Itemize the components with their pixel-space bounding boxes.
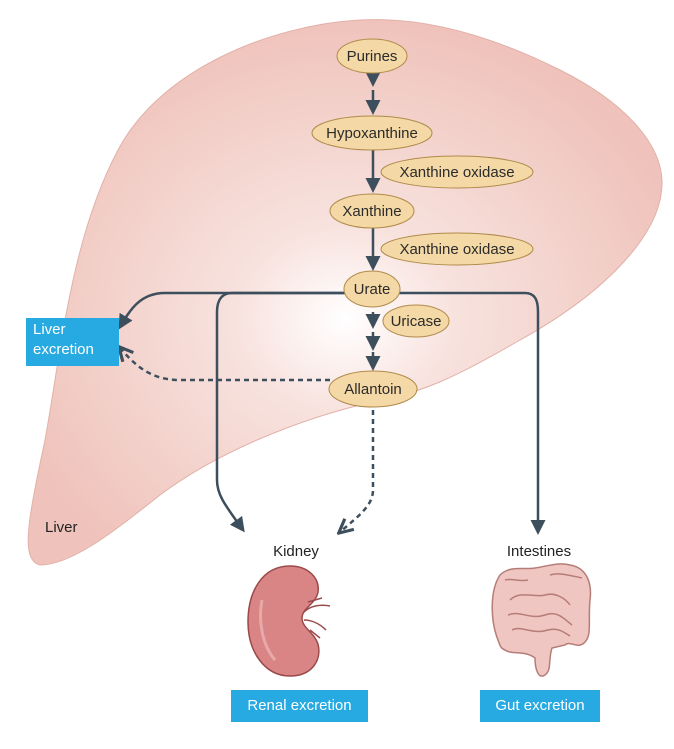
liver-excretion-box: Liver excretion <box>26 318 119 366</box>
kidney-illustration <box>247 565 331 677</box>
node-purines: Purines <box>336 38 408 74</box>
renal-excretion-box: Renal excretion <box>231 690 368 722</box>
node-xanthine: Xanthine <box>329 193 415 229</box>
enzyme-xanthine-oxidase-2-label: Xanthine oxidase <box>399 241 514 258</box>
enzyme-xanthine-oxidase-1: Xanthine oxidase <box>380 155 534 189</box>
node-hypoxanthine: Hypoxanthine <box>311 115 433 151</box>
kidney-label: Kidney <box>273 543 319 560</box>
node-allantoin: Allantoin <box>328 370 418 408</box>
urate-to-intestines-arrow <box>399 291 546 535</box>
enzyme-uricase-label: Uricase <box>391 313 442 330</box>
node-xanthine-label: Xanthine <box>342 203 401 220</box>
enzyme-xanthine-oxidase-2: Xanthine oxidase <box>380 232 534 266</box>
intestines-label: Intestines <box>507 543 571 560</box>
node-urate-label: Urate <box>354 281 391 298</box>
urate-to-kidney-arrow <box>215 291 347 533</box>
gut-excretion-box: Gut excretion <box>480 690 600 722</box>
node-purines-label: Purines <box>347 48 398 65</box>
node-hypoxanthine-label: Hypoxanthine <box>326 125 418 142</box>
allantoin-to-kidney-arrow <box>340 410 375 532</box>
urate-to-liver-arrow <box>118 291 347 330</box>
allantoin-to-liver-arrow <box>120 348 330 382</box>
intestines-illustration <box>491 563 592 677</box>
node-allantoin-label: Allantoin <box>344 381 402 398</box>
liver-excretion-line1: Liver <box>33 321 66 338</box>
liver-label: Liver <box>45 519 78 536</box>
node-urate: Urate <box>343 270 401 308</box>
liver-excretion-line2: excretion <box>33 341 94 358</box>
enzyme-uricase: Uricase <box>382 304 450 338</box>
enzyme-xanthine-oxidase-1-label: Xanthine oxidase <box>399 164 514 181</box>
